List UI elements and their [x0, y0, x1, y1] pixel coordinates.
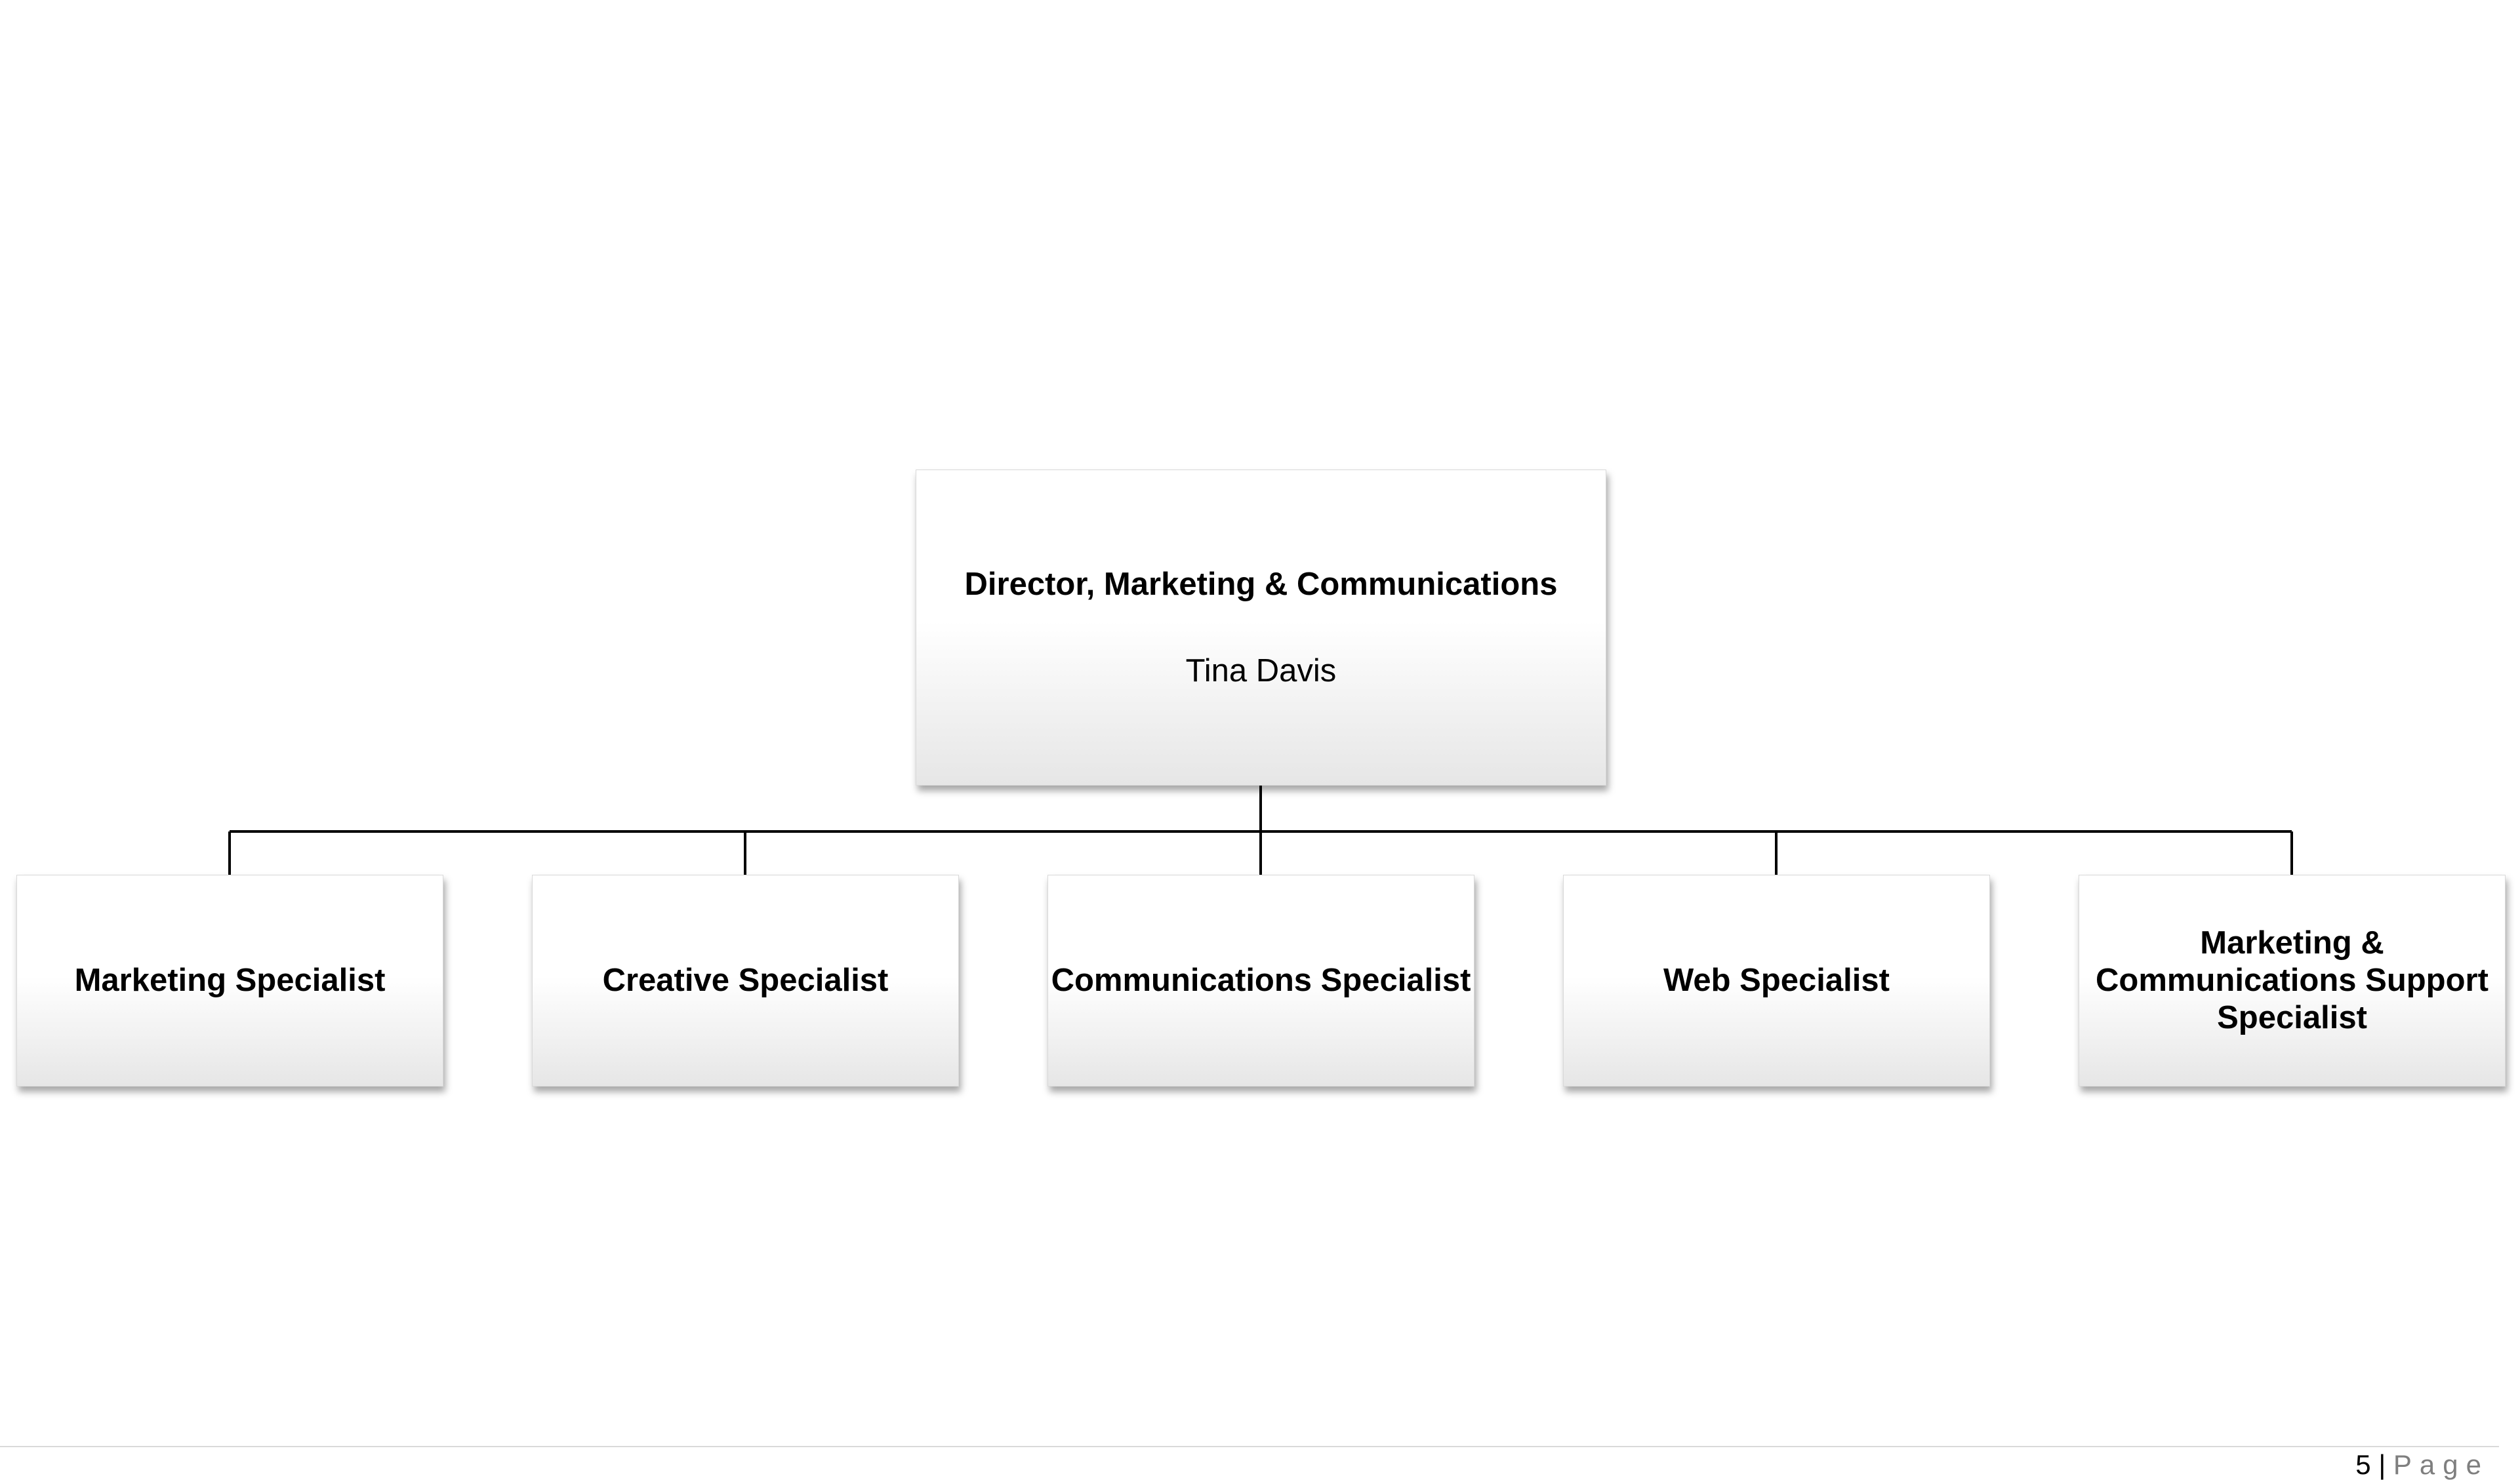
page-number: 5 — [2355, 1449, 2371, 1480]
marketing-specialist-node: Marketing Specialist — [16, 875, 443, 1087]
director-name: Tina Davis — [1185, 653, 1337, 689]
node-title: Marketing & Communications Support Speci… — [2096, 925, 2489, 1036]
director-title: Director, Marketing & Communications — [964, 566, 1558, 602]
node-title: Creative Specialist — [602, 962, 889, 998]
footer-divider — [0, 1446, 2499, 1447]
page-label: Page — [2393, 1449, 2489, 1480]
support-specialist-node: Marketing & Communications Support Speci… — [2079, 875, 2506, 1087]
director-node: Director, Marketing & Communications Tin… — [916, 470, 1606, 786]
footer-separator: | — [2378, 1449, 2386, 1480]
node-title: Web Specialist — [1663, 962, 1890, 998]
communications-specialist-node: Communications Specialist — [1047, 875, 1474, 1087]
creative-specialist-node: Creative Specialist — [532, 875, 959, 1087]
page-footer: 5 | Page — [2355, 1451, 2489, 1479]
node-title: Marketing Specialist — [74, 962, 386, 998]
web-specialist-node: Web Specialist — [1563, 875, 1990, 1087]
node-title: Communications Specialist — [1051, 962, 1471, 998]
